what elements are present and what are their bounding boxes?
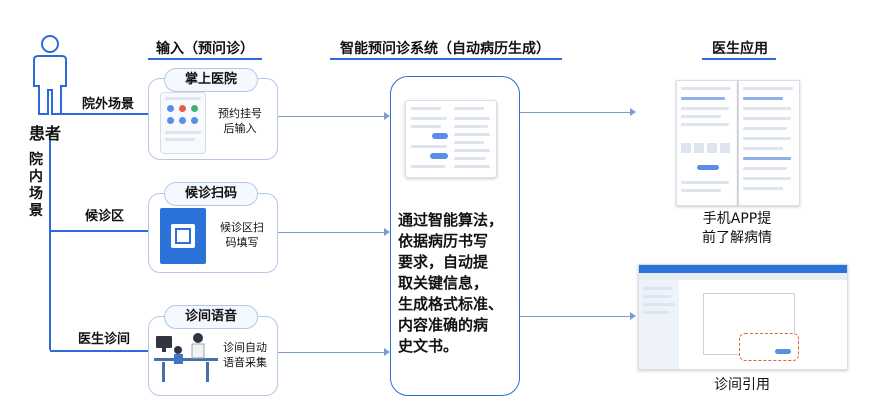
scene-consult: 医生诊间: [78, 332, 131, 347]
card-mobile-desc2: 后输入: [223, 122, 257, 135]
header-input: 输入（预问诊）: [156, 41, 254, 57]
consultation-illustration: [154, 333, 218, 382]
system-desc-line: 通过智能算法，: [398, 211, 504, 229]
arrowhead-mobile: [384, 112, 390, 120]
system-desc-line: 生成格式标准、: [398, 295, 504, 313]
arrowhead-voice: [384, 348, 390, 356]
patient-trunk-line: [49, 140, 51, 350]
system-desc-line: 依据病历书写: [398, 232, 489, 250]
header-doctor-underline: [702, 58, 776, 60]
header-input-underline: [148, 58, 262, 60]
system-screenshot: [405, 100, 497, 178]
patient-icon: [33, 35, 67, 115]
card-mobile-desc1: 预约挂号: [218, 107, 262, 120]
mobile-app-image: [160, 92, 206, 154]
patient-label: 患者: [29, 124, 62, 143]
card-voice-desc1: 诊间自动: [223, 341, 267, 354]
system-desc-line: 内容准确的病: [398, 316, 489, 334]
card-scan-desc2: 码填写: [225, 236, 259, 249]
scene-outpatient: 院外场景: [82, 97, 135, 112]
system-desc-line: 取关键信息，: [398, 274, 489, 292]
header-system: 智能预问诊系统（自动病历生成）: [340, 41, 550, 57]
system-desc-line: 史文书。: [398, 337, 459, 355]
system-desc-line: 要求，自动提: [398, 253, 489, 271]
card-scan-desc1: 候诊区扫: [220, 221, 264, 234]
arrow-mobile-to-system: [278, 116, 388, 117]
arrow-voice-to-system: [278, 352, 388, 353]
card-mobile-title: 掌上医院: [164, 68, 258, 92]
arrow-scan-to-system: [278, 232, 388, 233]
card-voice-desc2: 语音采集: [223, 356, 267, 369]
inhospital-label: 院内场景: [29, 152, 43, 219]
app-caption-line2: 前了解病情: [702, 230, 772, 246]
arrowhead-emr: [630, 312, 636, 320]
card-consult-voice: [148, 316, 278, 396]
arrowhead-app: [630, 108, 636, 116]
arrow-system-to-app: [520, 112, 632, 113]
phone-screenshot-left: [676, 80, 738, 206]
emr-caption: 诊间引用: [714, 377, 770, 393]
system-desc: 通过智能算法， 依据病历书写 要求，自动提 取关键信息， 生成格式标准、 内容准…: [398, 210, 514, 357]
card-scan-title: 候诊扫码: [164, 182, 258, 206]
waiting-line: [50, 230, 148, 232]
app-caption-line1: 手机APP提: [702, 211, 772, 227]
phone-screenshot-right: [738, 80, 800, 206]
app-caption: 手机APP提 前了解病情: [676, 210, 798, 248]
card-voice-title: 诊间语音: [164, 305, 258, 329]
qr-poster-image: [160, 208, 206, 264]
scene-waiting: 候诊区: [85, 209, 125, 224]
consult-line: [50, 350, 148, 352]
emr-screenshot: [638, 264, 848, 370]
arrowhead-scan: [384, 228, 390, 236]
header-doctor: 医生应用: [712, 41, 768, 57]
arrow-system-to-emr: [520, 316, 632, 317]
header-system-underline: [330, 58, 562, 60]
outpatient-line: [62, 113, 148, 115]
